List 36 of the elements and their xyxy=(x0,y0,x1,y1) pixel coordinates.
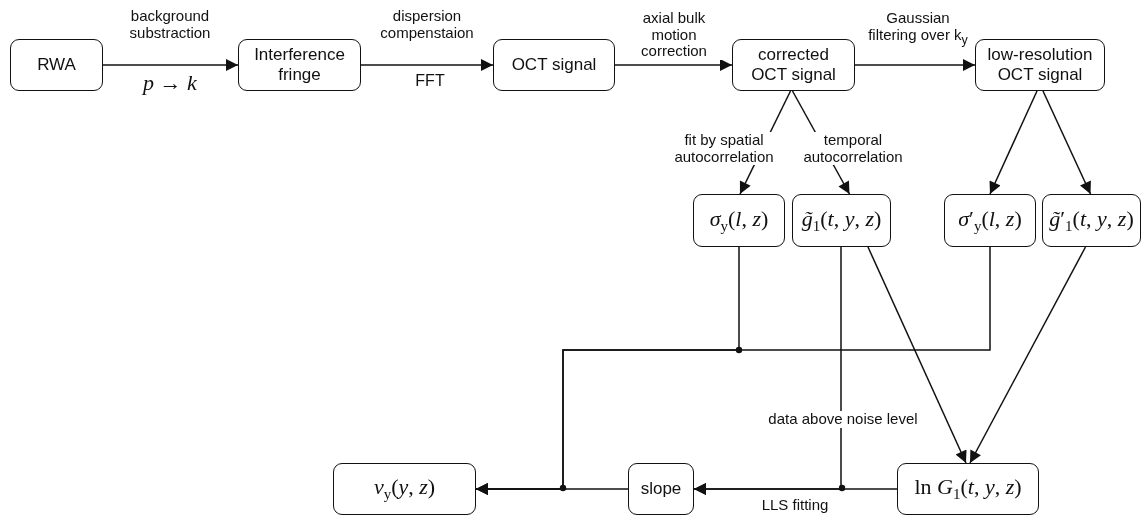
math-expression: σ′$_{y}$(l, z) xyxy=(958,205,1022,236)
node-label: RWA xyxy=(37,55,76,75)
node-label: OCT signal xyxy=(511,55,597,75)
process-box xyxy=(732,39,855,91)
arrow xyxy=(867,246,967,464)
process-box xyxy=(333,463,476,515)
math-expression: ln G$_{1}$(t, y, z) xyxy=(914,474,1022,504)
arrow xyxy=(693,246,842,495)
process-box xyxy=(1042,194,1141,247)
node-label: slope xyxy=(640,479,682,499)
math-expression: g̃′$_{1}$(t, y, z) xyxy=(1049,205,1134,236)
process-box xyxy=(10,39,103,91)
process-box xyxy=(975,39,1105,91)
step-note: FFT xyxy=(414,72,446,91)
arrow xyxy=(854,59,976,71)
process-box xyxy=(693,194,785,247)
arrow xyxy=(102,59,239,71)
math-expression: p → k xyxy=(141,70,198,96)
arrow xyxy=(969,246,1087,464)
process-box xyxy=(628,463,694,515)
arrow xyxy=(475,246,991,495)
process-box xyxy=(238,39,361,91)
process-box xyxy=(944,194,1036,247)
math-expression: σ$_{y}$(l, z) xyxy=(709,205,769,236)
process-box xyxy=(493,39,615,91)
node-label: corrected OCT signal xyxy=(750,45,837,85)
process-box xyxy=(792,194,891,247)
arrow xyxy=(989,90,1038,195)
arrow xyxy=(614,59,733,71)
arrow xyxy=(360,59,494,71)
node-label: low-resolution OCT signal xyxy=(986,45,1094,85)
process-box xyxy=(897,463,1039,515)
math-expression: v$_{y}$(y, z) xyxy=(373,474,436,504)
math-expression: g̃$_{1}$(t, y, z) xyxy=(801,205,882,236)
node-label: Interference fringe xyxy=(253,45,346,85)
arrow xyxy=(1042,90,1092,195)
